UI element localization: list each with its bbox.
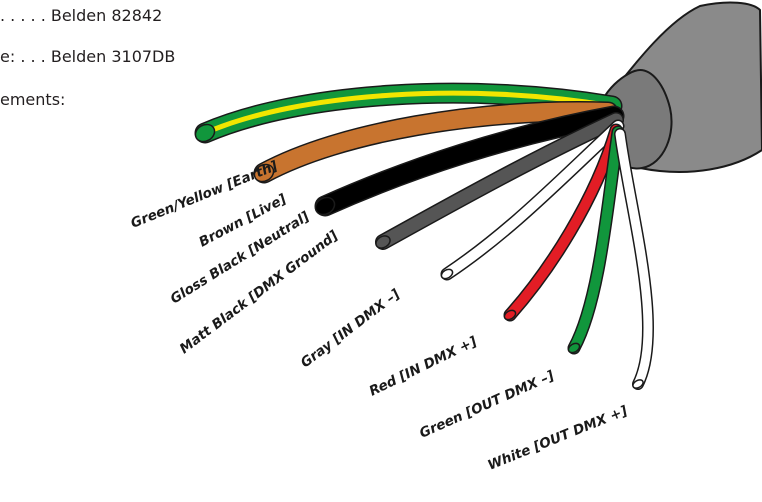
wire-out-dmx-plus — [615, 129, 653, 389]
wire-in-dmx-plus-end-cap — [503, 309, 517, 321]
wire-neutral-end-cap — [314, 196, 336, 216]
wire-label-in-dmx-minus: Gray [IN DMX –] — [298, 286, 404, 371]
wire-dmx-ground — [376, 113, 623, 249]
spec-line-cable: . . . . . Belden 82842 — [0, 6, 163, 25]
wire-earth-end-cap — [194, 123, 216, 143]
wire-label-out-dmx-minus: Green [OUT DMX –] — [417, 368, 557, 442]
wire-in-dmx-minus-end-cap — [440, 268, 454, 280]
wire-earth-stripe — [202, 90, 615, 136]
wire-neutral — [316, 107, 623, 215]
wire-label-out-dmx-plus: White [OUT DMX +] — [486, 403, 631, 474]
spec-line-alt-cable: e: . . . Belden 3107DB — [0, 47, 176, 66]
wires — [194, 82, 654, 390]
wire-out-dmx-minus-end-cap — [567, 342, 581, 354]
wire-in-dmx-minus — [442, 121, 623, 279]
spec-line-elements: ements: — [0, 90, 66, 109]
wire-in-dmx-plus — [505, 125, 621, 320]
wire-out-dmx-minus — [569, 127, 623, 353]
wire-out-dmx-plus-end-cap — [632, 379, 644, 389]
wire-dmx-ground-end-cap — [375, 235, 391, 249]
wire-live-end-cap — [253, 163, 275, 183]
wire-live — [255, 102, 617, 182]
wire-label-in-dmx-plus: Red [IN DMX +] — [367, 333, 481, 399]
